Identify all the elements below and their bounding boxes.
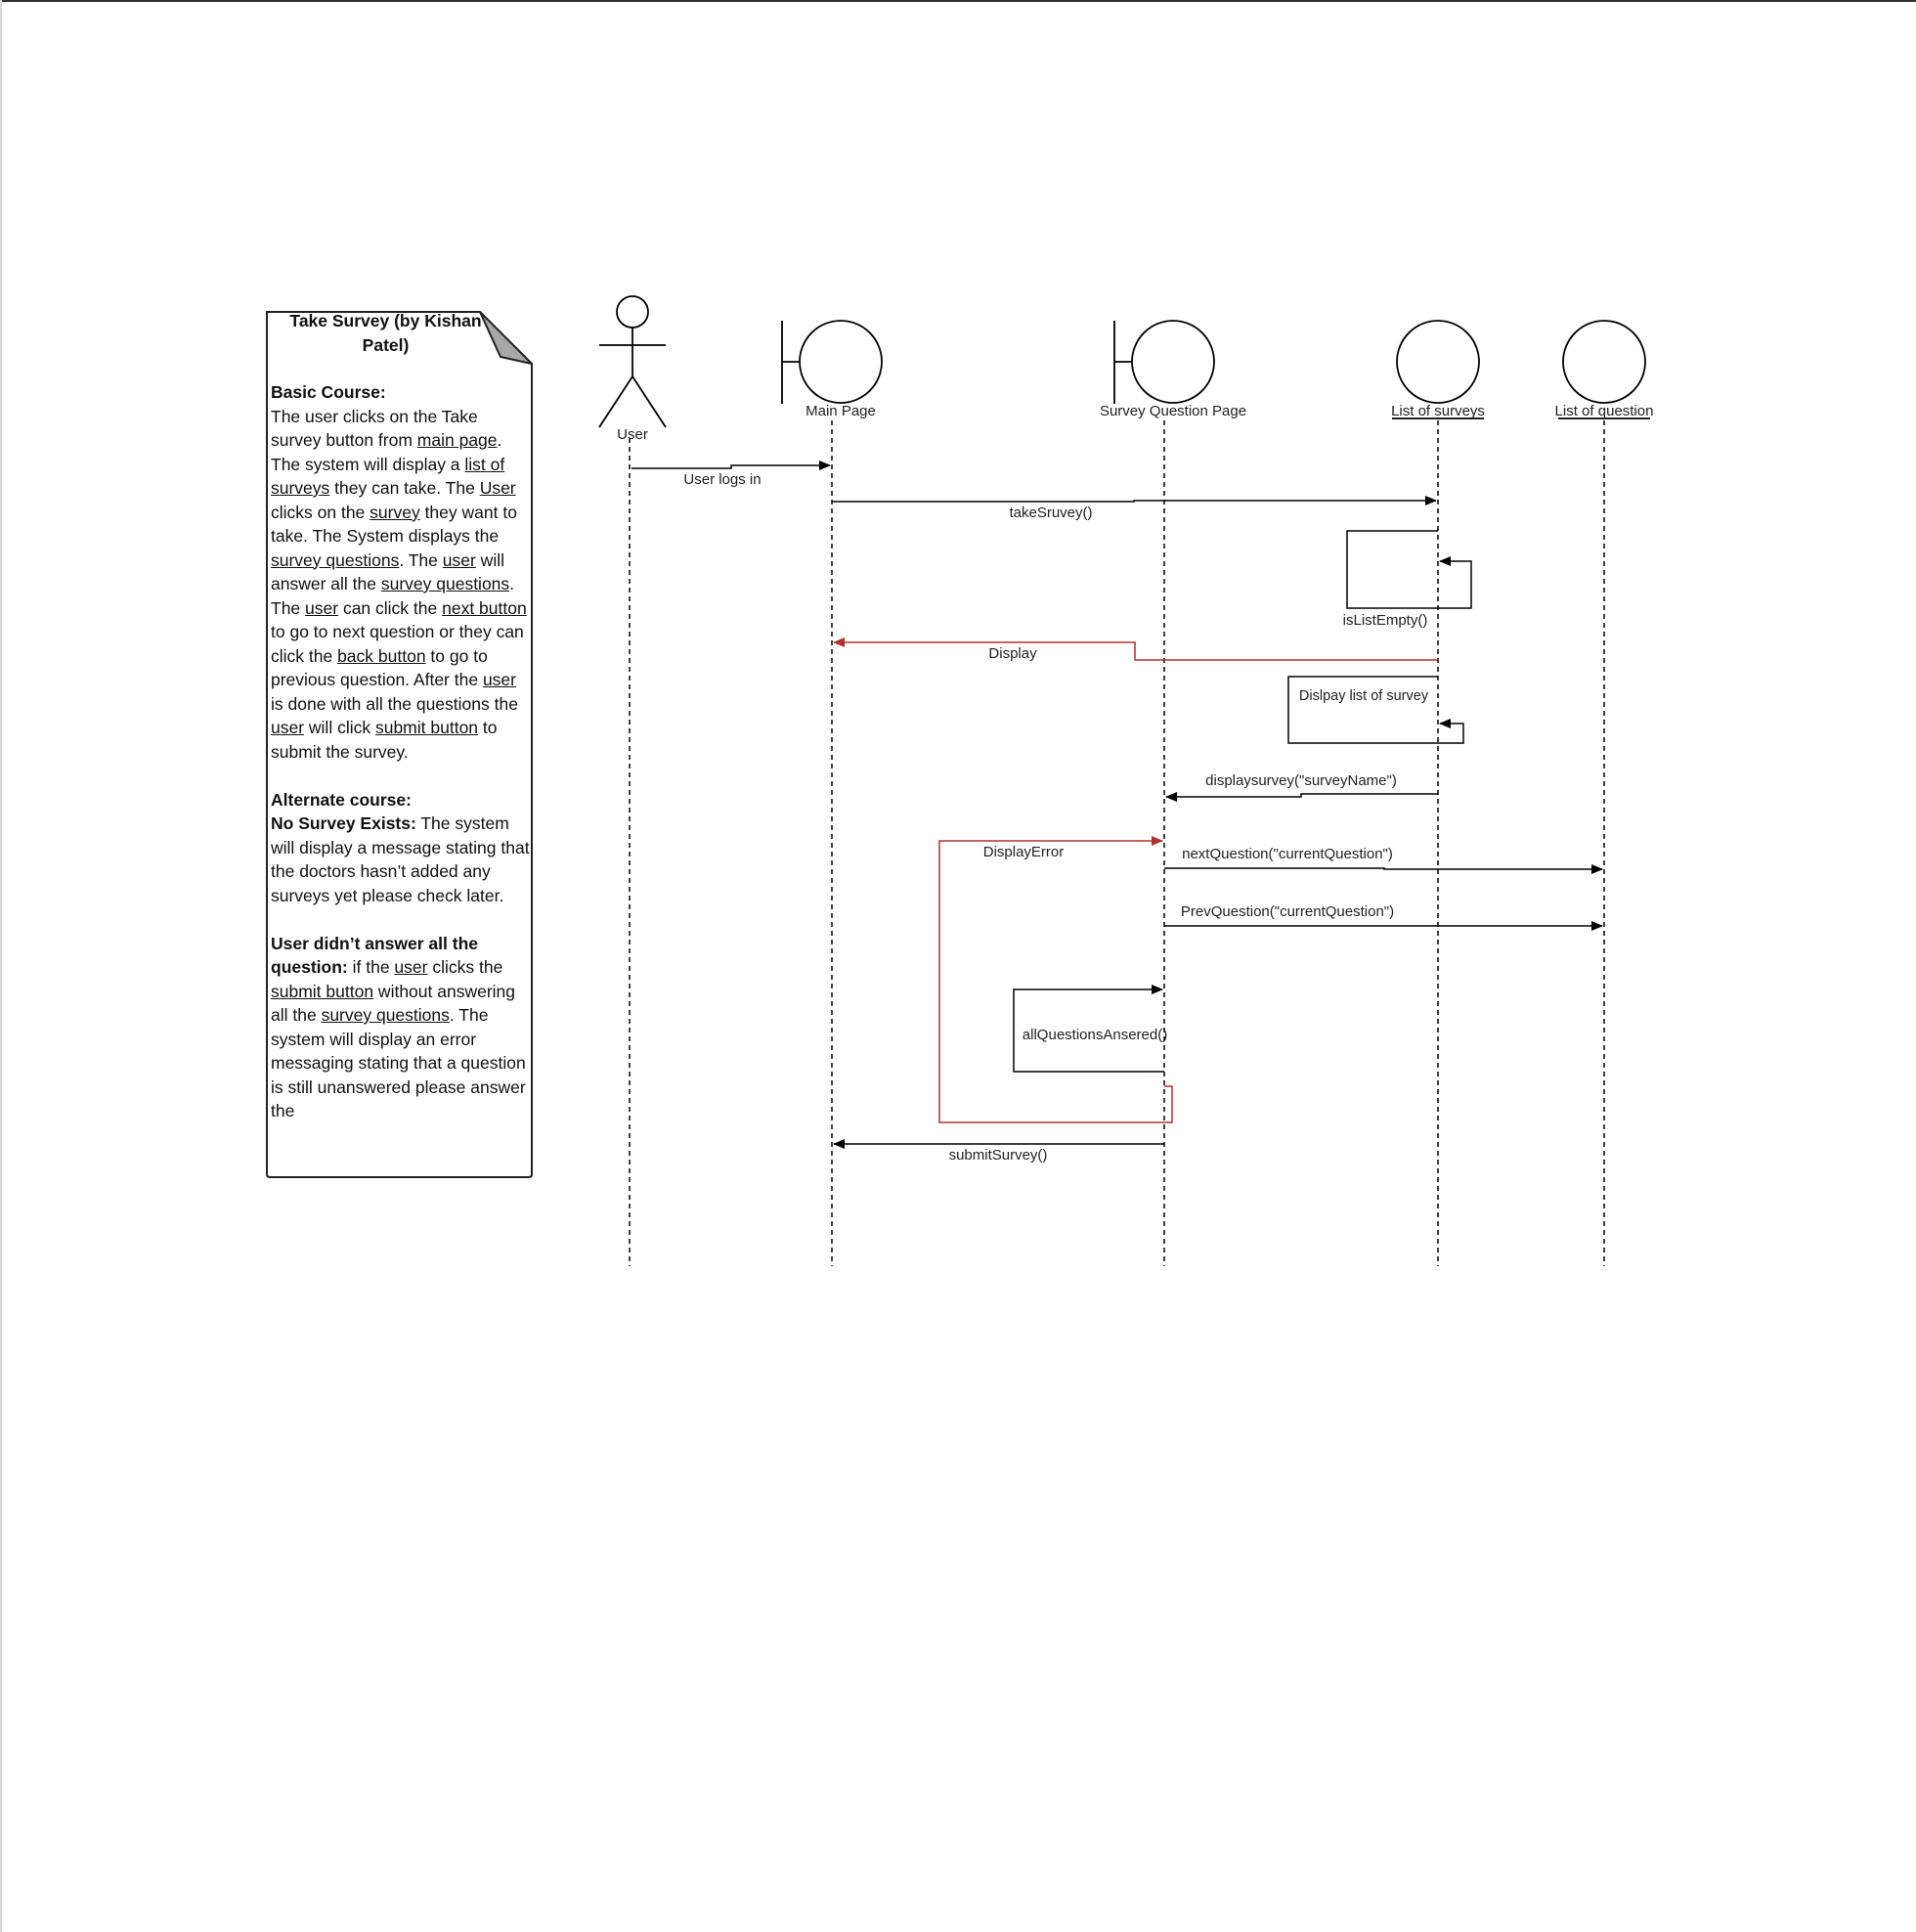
- entity-list-of-surveys-icon: [1392, 320, 1484, 419]
- note-underlined-term: back button: [337, 645, 426, 666]
- note-section-body: The user clicks on the Take survey butto…: [271, 405, 530, 765]
- note-text-run: . The: [271, 574, 515, 618]
- message-submit-survey-label: submitSurvey(): [949, 1147, 1048, 1164]
- page-top-border: [0, 0, 1916, 2]
- note-underlined-term: list of surveys: [271, 454, 505, 499]
- note-section-subheading: No Survey Exists:: [271, 813, 416, 833]
- note-section-heading: Basic Course:: [271, 382, 386, 402]
- message-all-answered-arrow: [1013, 985, 1164, 1073]
- message-is-list-empty-arrow: [1346, 530, 1472, 609]
- note-underlined-term: survey questions: [380, 574, 510, 593]
- note-section-body: User didn’t answer all the question: if …: [271, 932, 530, 1123]
- note-folded-corner: [479, 311, 533, 365]
- message-display-error-label: DisplayError: [983, 844, 1065, 860]
- note-text: Take Survey (by Kishan Patel) Basic Cour…: [271, 309, 530, 1147]
- note-text-run: The user clicks on the Take survey butto…: [271, 406, 478, 451]
- note-section: Alternate course:No Survey Exists: The s…: [271, 788, 530, 908]
- note-body: [266, 311, 533, 1178]
- note-title: Take Survey (by Kishan Patel): [289, 311, 482, 355]
- note-section-heading: Alternate course:: [271, 789, 412, 810]
- note-underlined-term: survey questions: [321, 1005, 450, 1025]
- note-underlined-term: survey: [370, 502, 420, 522]
- message-user-logs-in-arrow: [631, 461, 831, 470]
- lifeline-label-list-of-question: List of question: [1555, 403, 1654, 419]
- note-underlined-term: submit button: [271, 981, 374, 1001]
- message-take-survey-label: takeSruvey(): [1009, 505, 1092, 521]
- lifeline-label-survey-question-page: Survey Question Page: [1100, 403, 1246, 419]
- note-section-body: No Survey Exists: The system will displa…: [271, 812, 530, 907]
- note-text-run: to go to next question or they can click…: [271, 622, 524, 666]
- note-text-run: will click: [304, 718, 375, 737]
- boundary-main-page-icon: [781, 320, 883, 404]
- message-display-list-label: Dislpay list of survey: [1299, 688, 1429, 704]
- lifeline-label-user: User: [617, 426, 648, 443]
- note-underlined-term: next button: [442, 597, 527, 618]
- lifeline-label-list-of-surveys: List of surveys: [1391, 403, 1485, 419]
- note-text-run: they can take. The: [329, 478, 480, 498]
- note-underlined-term: main page: [416, 430, 498, 450]
- note-text-run: . The system will display an error messa…: [271, 1005, 526, 1120]
- note-underlined-term: submit button: [374, 718, 479, 737]
- message-display-list-arrow: [1287, 676, 1464, 744]
- message-user-logs-in-label: User logs in: [683, 471, 761, 488]
- message-next-question-label: nextQuestion("currentQuestion"): [1182, 846, 1393, 862]
- note-text-run: if the: [347, 957, 395, 977]
- boundary-survey-question-page-icon: [1113, 320, 1215, 404]
- message-all-answered-label: allQuestionsAnsered(): [1023, 1027, 1167, 1043]
- message-is-list-empty-label: isListEmpty(): [1343, 612, 1428, 629]
- note-text-run: clicks on the: [271, 502, 370, 522]
- note-section-subheading: User didn’t answer all the question:: [271, 933, 478, 978]
- note-text-run: The system will display a message statin…: [271, 813, 530, 905]
- note-underlined-term: user: [442, 549, 476, 570]
- message-take-survey-arrow: [832, 496, 1437, 505]
- note-underlined-term: user: [482, 670, 516, 689]
- use-case-note: [266, 311, 533, 1178]
- message-display-arrow: [833, 637, 1438, 661]
- note-underlined-term: user: [394, 957, 428, 977]
- note-sections: Basic Course: The user clicks on the Take…: [271, 380, 530, 1123]
- entity-list-of-question-icon: [1558, 320, 1650, 419]
- page-left-border: [0, 0, 2, 1932]
- note-underlined-term: User: [479, 478, 516, 498]
- note-section: User didn’t answer all the question: if …: [271, 932, 530, 1123]
- note-underlined-term: user: [305, 597, 339, 618]
- note-text-run: without answering all the: [271, 981, 516, 1026]
- note-text-run: . The: [399, 549, 443, 570]
- note-text-run: they want to take. The System displays t…: [271, 502, 517, 547]
- note-text-run: will answer all the: [271, 549, 504, 594]
- message-display-error-arrow: [938, 836, 1173, 1123]
- lifeline-label-main-page: Main Page: [806, 403, 876, 419]
- note-section: Basic Course: The user clicks on the Take…: [271, 380, 530, 764]
- message-next-question-arrow: [1164, 864, 1603, 874]
- lifelines: [629, 420, 1605, 1266]
- note-text-run: . The system will display a: [271, 430, 502, 474]
- note-text-run: can click the: [338, 597, 443, 618]
- note-text-run: to go to previous question. After the: [271, 645, 488, 690]
- note-text-run: to submit the survey.: [271, 718, 498, 762]
- note-underlined-term: survey questions: [271, 549, 400, 570]
- note-text-run: is done with all the questions the: [271, 693, 518, 714]
- note-underlined-term: user: [271, 718, 305, 737]
- message-display-label: Display: [988, 645, 1037, 662]
- message-prev-question-label: PrevQuestion("currentQuestion"): [1181, 903, 1394, 920]
- message-display-survey-label: displaysurvey("surveyName"): [1205, 772, 1397, 789]
- note-text-run: clicks the: [427, 957, 503, 977]
- actor-user-icon: [598, 295, 667, 428]
- message-display-survey-arrow: [1165, 792, 1438, 802]
